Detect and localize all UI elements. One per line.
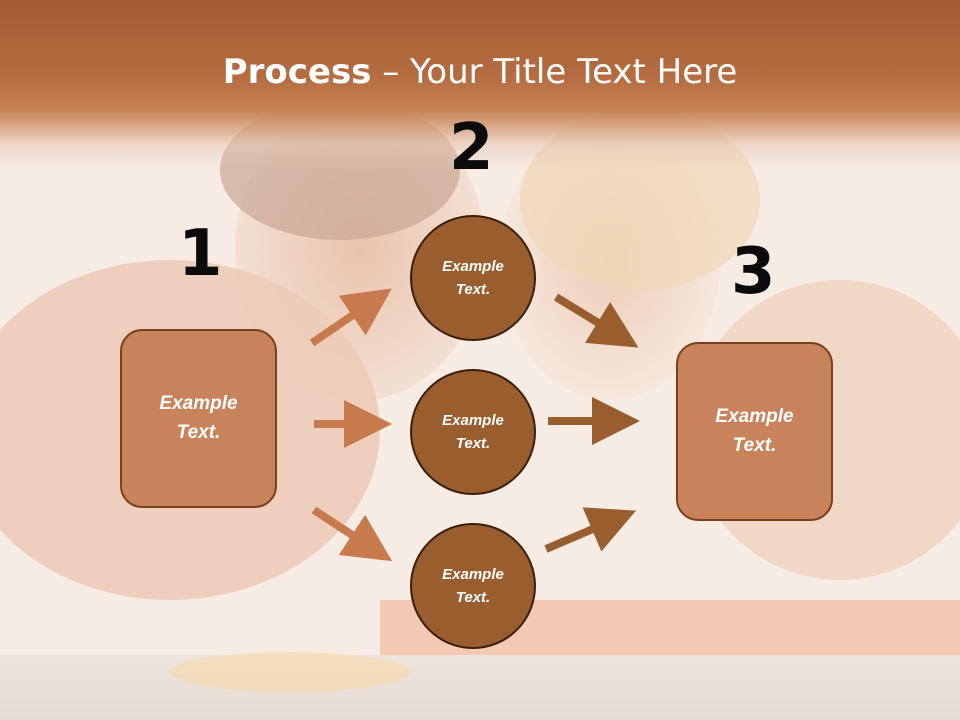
arrow-right-up (544, 507, 637, 553)
step-box-1-label: Example Text. (159, 393, 238, 443)
step-box-3[interactable]: Example Text. (676, 342, 833, 521)
step-number-1: 1 (178, 217, 223, 291)
arrow-left-up (309, 288, 392, 347)
step-circle-middle-label: Example Text. (442, 411, 504, 452)
title-bold: Process (222, 52, 372, 92)
step-circle-top[interactable]: Example Text. (410, 215, 536, 341)
step-circle-bottom[interactable]: Example Text. (410, 523, 536, 649)
step-box-1[interactable]: Example Text. (120, 329, 277, 508)
title-rest: – Your Title Text Here (371, 52, 738, 92)
step-number-2: 2 (449, 111, 494, 185)
step-circle-bottom-label: Example Text. (442, 565, 504, 606)
step-box-3-label: Example Text. (715, 406, 794, 456)
title-band (0, 0, 960, 170)
step-circle-middle[interactable]: Example Text. (410, 369, 536, 495)
step-number-3: 3 (731, 235, 776, 309)
arrow-left-down (311, 506, 393, 562)
step-circle-top-label: Example Text. (442, 257, 504, 298)
slide-title: Process – Your Title Text Here (0, 52, 960, 92)
arrow-right-down (553, 293, 639, 348)
